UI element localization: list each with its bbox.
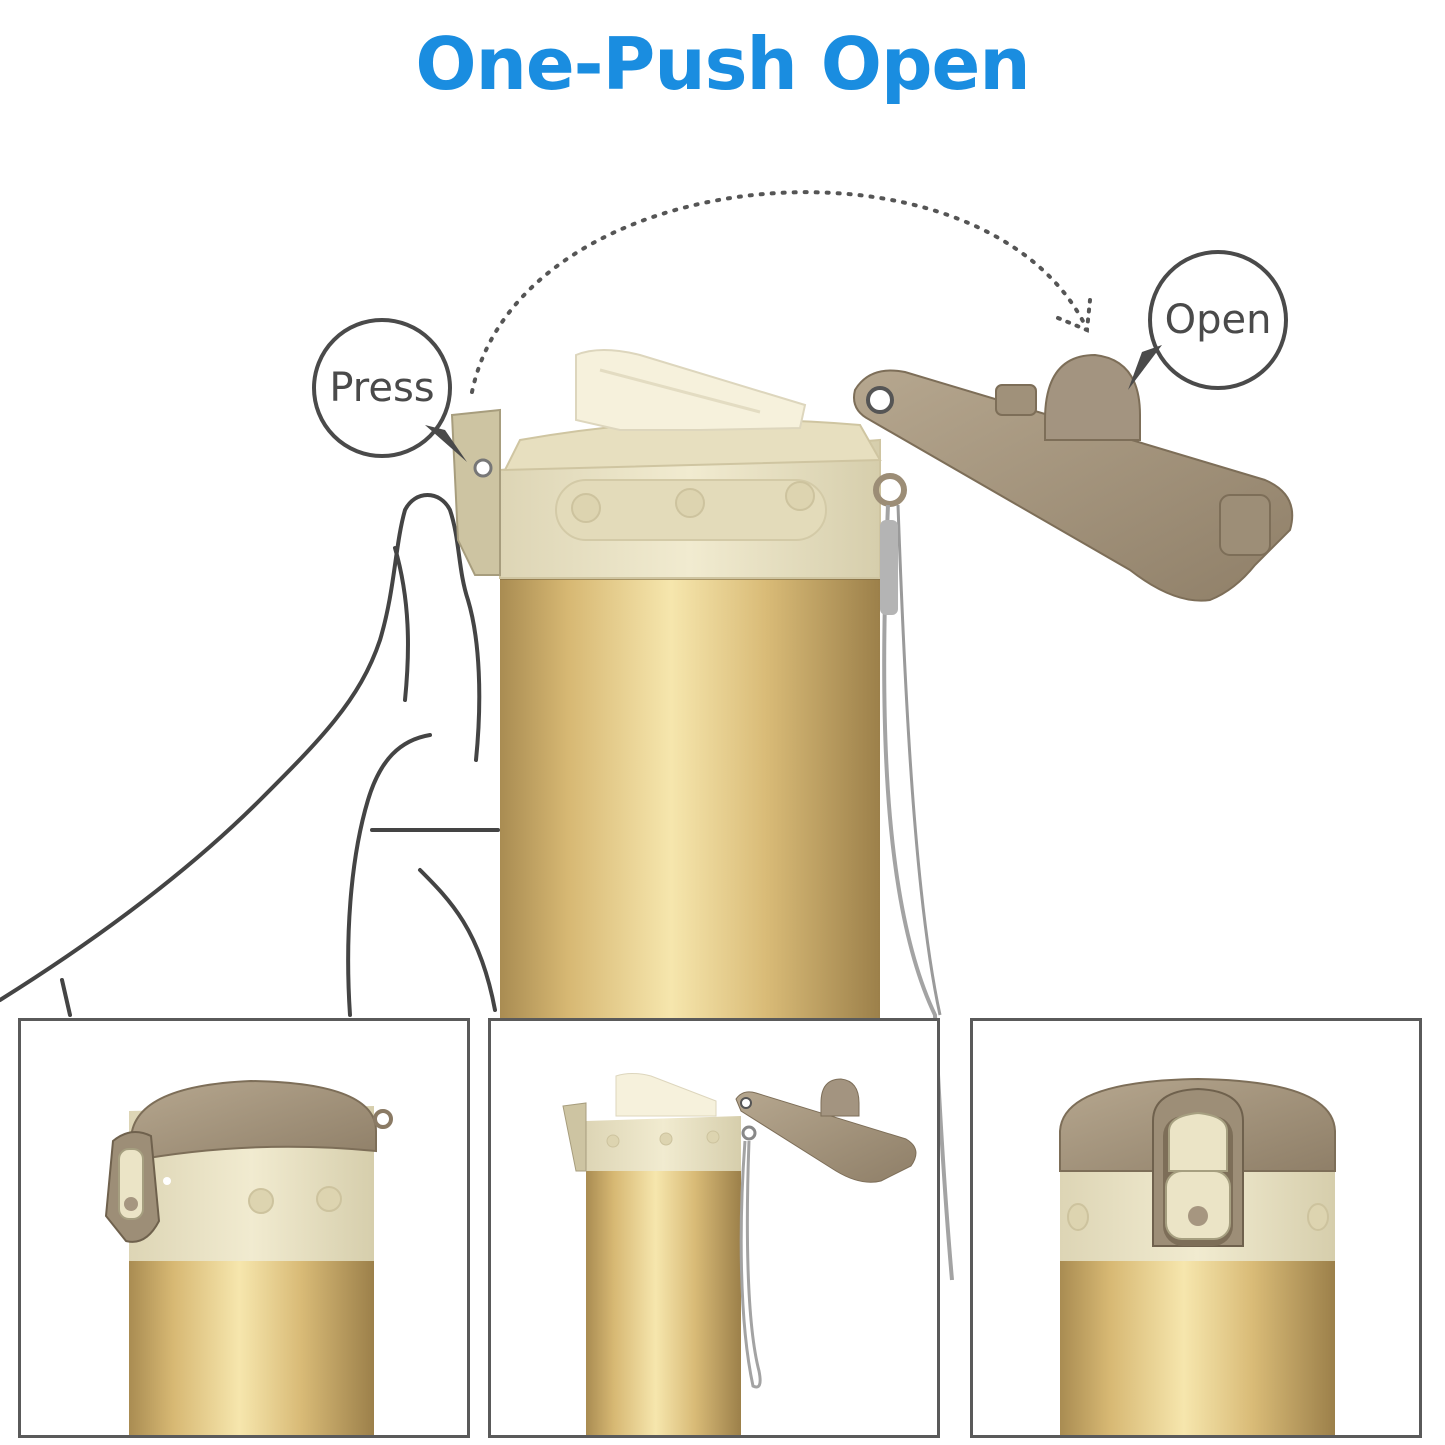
arc-arrow [470,190,1087,394]
push-button [450,408,501,576]
open-callout: Open [1148,250,1288,390]
open-pointer [1128,345,1162,390]
open-lid [853,353,1294,602]
press-callout: Press [312,318,452,458]
open-label: Open [1164,297,1272,343]
panel-open-lid-view [488,1018,940,1438]
lanyard [882,504,954,1281]
bottle-body [500,575,880,1020]
spout [575,349,807,431]
closed-front-bottle [1059,1077,1336,1435]
arrow-head [1056,298,1092,333]
hand-outline [0,493,500,1017]
open-lid-bottle [562,1073,917,1435]
page-title: One-Push Open [415,22,1030,106]
panel-closed-side-view [18,1018,470,1438]
closed-side-bottle [104,1079,393,1435]
panel-closed-front-view [970,1018,1422,1438]
press-pointer [425,425,467,462]
press-label: Press [329,365,435,411]
